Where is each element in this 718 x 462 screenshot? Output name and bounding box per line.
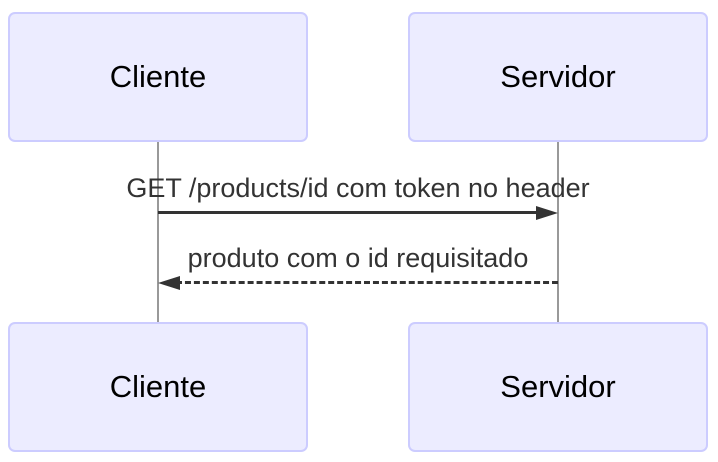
actor-label-cliente-bottom: Cliente (109, 369, 207, 404)
message-label-request: GET /products/id com token no header (126, 173, 590, 203)
actor-label-cliente-top: Cliente (109, 59, 207, 94)
message-line-request (158, 211, 542, 214)
actor-box-servidor-top: Servidor (408, 12, 708, 142)
actor-box-cliente-top: Cliente (8, 12, 308, 142)
lifeline-cliente (157, 142, 159, 322)
message-line-response (176, 281, 558, 284)
actor-label-servidor-top: Servidor (500, 59, 616, 94)
arrowhead-right-icon (536, 206, 558, 220)
message-label-response: produto com o id requisitado (187, 243, 529, 273)
actor-box-servidor-bottom: Servidor (408, 322, 708, 452)
actor-label-servidor-bottom: Servidor (500, 369, 616, 404)
lifeline-servidor (557, 142, 559, 322)
arrowhead-left-icon (158, 276, 180, 290)
actor-box-cliente-bottom: Cliente (8, 322, 308, 452)
